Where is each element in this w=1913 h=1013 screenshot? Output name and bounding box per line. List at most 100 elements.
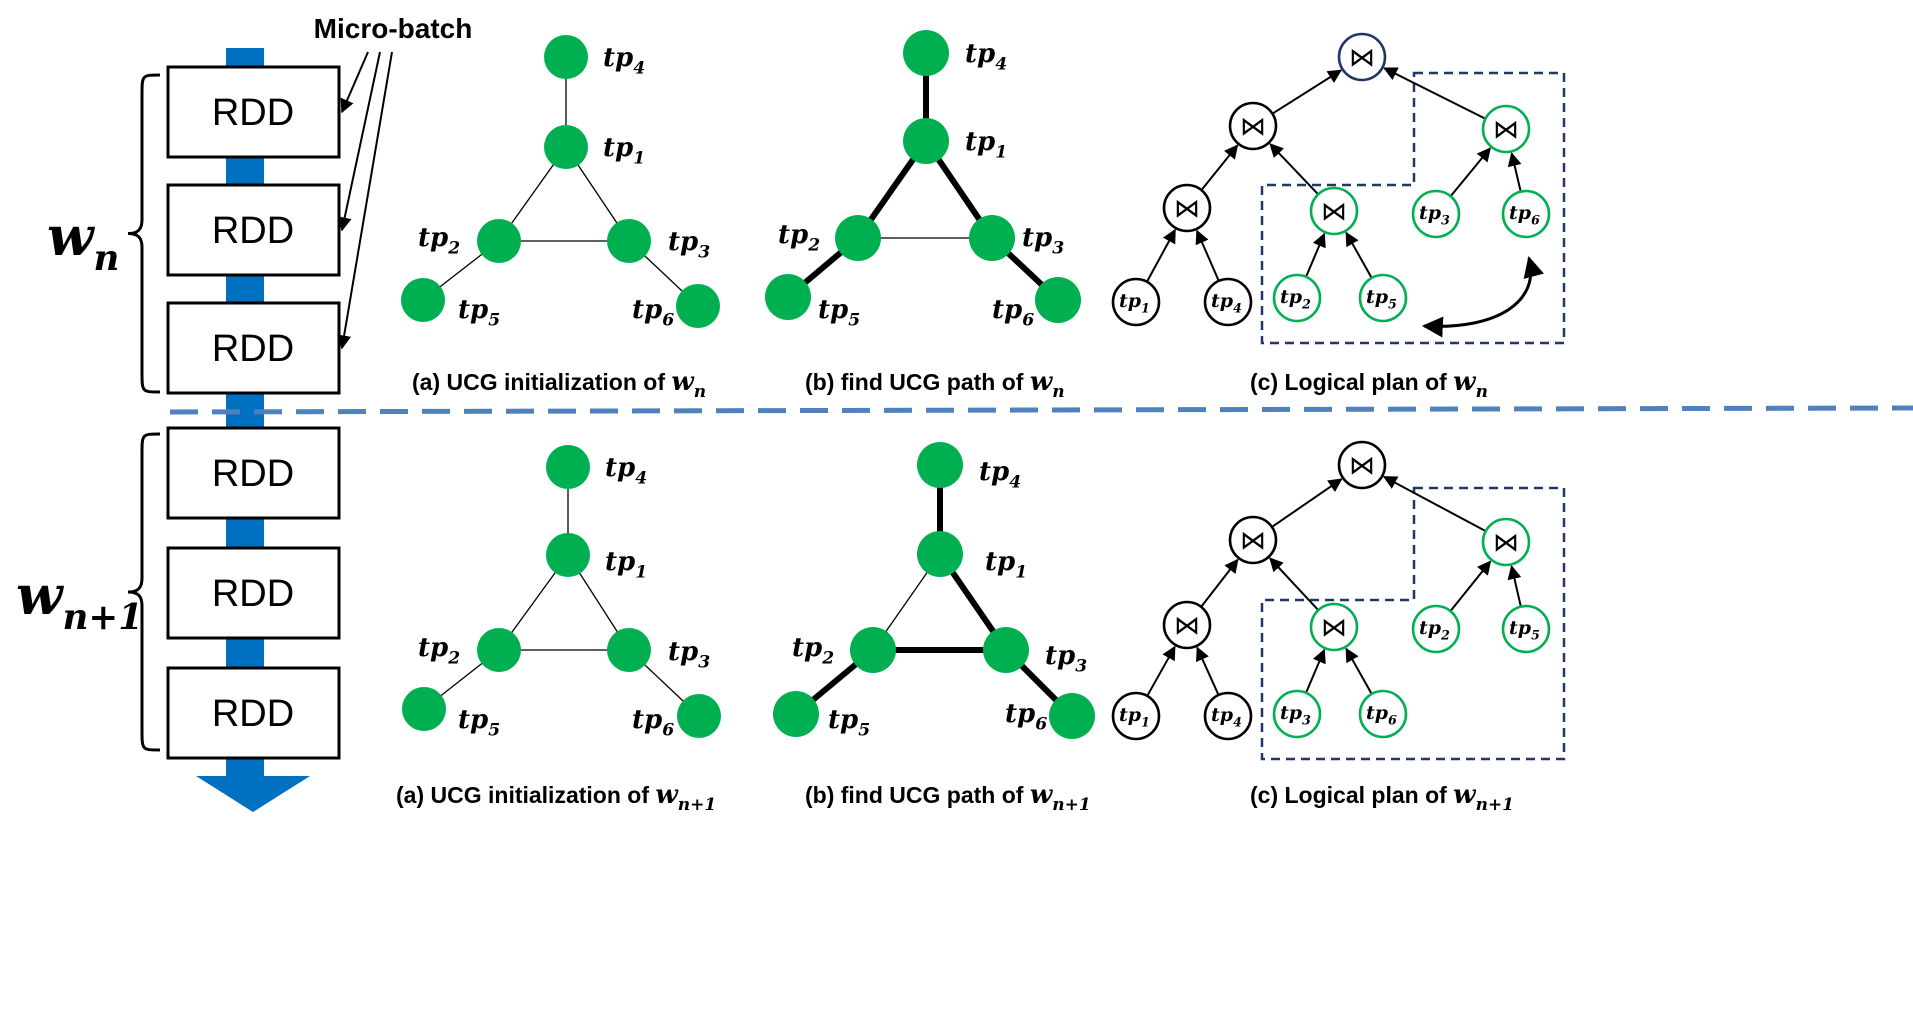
ucg-node-tp4 (544, 35, 588, 79)
plan-leaf-label-tp1-base: tp (1119, 290, 1142, 312)
window-brace-wn1 (127, 432, 161, 752)
join-symbol: ⋈ (1321, 612, 1347, 642)
plan-leaf-tp6 (1501, 189, 1551, 239)
join-operator-node (1162, 183, 1212, 233)
rdd-box: RDD (166, 65, 341, 159)
ucg-node-label-tp5-base: tp (828, 705, 858, 735)
ucg-node-tp1 (903, 118, 949, 164)
ucg-node-label-tp5: tp5 (818, 295, 860, 330)
figure-caption: (a) UCG initialization of wn+1 (396, 780, 716, 815)
plan-leaf-label-tp3-subscript: 3 (1302, 712, 1311, 727)
caption-text: (c) Logical plan of (1250, 369, 1453, 395)
plan-leaf-label-tp6: tp6 (1366, 702, 1397, 727)
ucg-node-label-tp5-subscript: 5 (848, 310, 860, 330)
plan-leaf-tp2 (1411, 604, 1461, 654)
ucg-node-label-tp1: tp1 (965, 127, 1007, 162)
ucg-node-label-tp6: tp6 (632, 705, 674, 740)
ucg-node-label-tp3: tp3 (668, 637, 710, 672)
plan-edge (1345, 231, 1373, 279)
plan-leaf-label-tp6-subscript: 6 (1531, 212, 1540, 227)
rdd-label: RDD (212, 92, 294, 134)
ucg-node-label-tp2: tp2 (792, 633, 834, 668)
ucg-node-label-tp6-subscript: 6 (662, 720, 674, 740)
caption-var-subscript: n+1 (678, 795, 716, 815)
plan-edge (1196, 646, 1220, 696)
caption-var-subscript: n+1 (1476, 795, 1514, 815)
rdd-box: RDD (166, 546, 341, 640)
plan-leaf-label-tp2-subscript: 2 (1301, 296, 1311, 311)
figure-caption: (b) find UCG path of wn+1 (805, 780, 1091, 815)
plan-edge (1507, 565, 1522, 607)
ucg-node-tp6 (676, 284, 720, 328)
plan-edge (1200, 558, 1239, 608)
join-operator-node (1337, 440, 1387, 490)
caption-var-subscript: n (694, 382, 706, 402)
plan-leaf-label-tp4-base: tp (1211, 704, 1234, 726)
ucg-node-label-tp6-base: tp (1005, 699, 1035, 729)
micro-batch-pointer (340, 51, 369, 114)
ucg-node-label-tp3-base: tp (1045, 641, 1075, 671)
plan-leaf-label-tp4-base: tp (1211, 290, 1234, 312)
ucg-node-label-tp2-subscript: 2 (807, 235, 820, 255)
plan-leaf-label-tp6: tp6 (1509, 202, 1540, 227)
plan-edge (1269, 143, 1319, 196)
caption-var: w (1030, 780, 1054, 810)
ucg-node-label-tp6: tp6 (632, 295, 674, 330)
ucg-node-tp2 (477, 628, 521, 672)
plan-leaf-label-tp1-subscript: 1 (1141, 714, 1150, 729)
ucg-node-label-tp1-base: tp (965, 127, 995, 157)
plan-leaf-label-tp1-base: tp (1119, 704, 1142, 726)
join-operator-node (1228, 515, 1278, 565)
plan-leaf-tp3 (1411, 189, 1461, 239)
plan-leaf-label-tp5-subscript: 5 (1388, 296, 1397, 311)
ucg-node-label-tp5-subscript: 5 (488, 310, 500, 330)
ucg-node-label-tp3: tp3 (668, 227, 710, 262)
ucg-node-tp2 (850, 627, 896, 673)
ucg-node-tp1 (546, 533, 590, 577)
ucg-node-tp3 (607, 628, 651, 672)
join-operator-node (1309, 186, 1359, 236)
ucg-node-label-tp6: tp6 (992, 295, 1034, 330)
stream-arrow-head (196, 776, 310, 812)
rdd-label: RDD (212, 693, 294, 735)
plan-edge (1146, 228, 1176, 283)
plan-leaf-label-tp3-base: tp (1419, 202, 1442, 224)
window-brace-wn (127, 73, 161, 394)
reorder-region-box (1260, 486, 1566, 761)
ucg-node-tp1 (917, 531, 963, 577)
ucg-node-tp4 (546, 445, 590, 489)
plan-leaf-label-tp4: tp4 (1211, 704, 1242, 729)
plan-edge (1507, 151, 1522, 192)
ucg-node-label-tp3-subscript: 3 (698, 242, 710, 262)
figure-caption: (a) UCG initialization of wn (412, 367, 706, 402)
window-label-wn1-subscript: n+1 (63, 597, 144, 638)
join-symbol: ⋈ (1240, 111, 1266, 141)
ucg-node-label-tp2-base: tp (418, 223, 448, 253)
micro-batch-pointer (337, 51, 381, 232)
plan-leaf-label-tp2: tp2 (1419, 617, 1450, 642)
caption-var: w (1453, 367, 1477, 397)
ucg-node-label-tp4-subscript: 4 (995, 54, 1007, 74)
join-symbol: ⋈ (1349, 450, 1375, 480)
ucg-node-label-tp4: tp4 (603, 43, 645, 78)
ucg-node-tp6 (1049, 693, 1095, 739)
rdd-box: RDD (166, 666, 341, 760)
plan-leaf-tp1 (1111, 277, 1161, 327)
ucg-node-tp5 (401, 278, 445, 322)
caption-var-subscript: n+1 (1052, 795, 1090, 815)
plan-leaf-tp6 (1358, 689, 1408, 739)
ucg-node-label-tp4-base: tp (603, 43, 633, 73)
plan-edge (1271, 478, 1343, 528)
caption-var: w (1453, 780, 1477, 810)
ucg-node-label-tp6-subscript: 6 (662, 310, 674, 330)
plan-edge (1271, 69, 1343, 115)
caption-var: w (1030, 367, 1054, 397)
plan-leaf-label-tp5-subscript: 5 (1531, 627, 1540, 642)
ucg-node-label-tp2: tp2 (778, 220, 820, 255)
